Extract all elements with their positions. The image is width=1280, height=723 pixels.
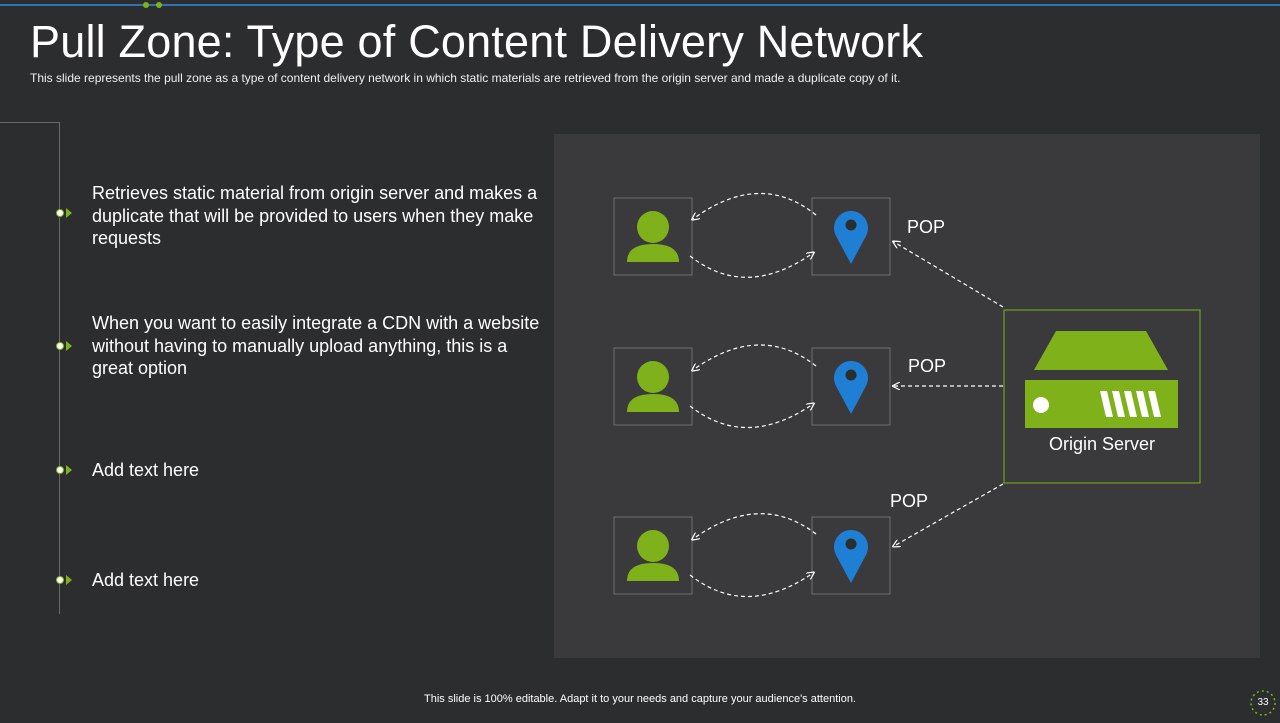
bullet-arrow-icon (56, 207, 76, 219)
dashed-arrow (693, 344, 817, 370)
bullet-arrow-icon (56, 574, 76, 586)
rail-top-line (0, 122, 60, 123)
origin-server-node (1003, 309, 1201, 484)
dashed-arrow (693, 513, 817, 539)
rail-vertical-line (59, 122, 60, 614)
top-accent-line (0, 4, 1280, 6)
slide-footer: This slide is 100% editable. Adapt it to… (424, 693, 856, 705)
server-icon (1025, 331, 1178, 428)
page-number: 33 (1257, 697, 1269, 708)
dashed-arrow (689, 573, 813, 598)
pop-label: POP (908, 356, 947, 376)
bullet-arrow-icon (56, 340, 76, 352)
pop-label: POP (907, 217, 946, 237)
bullet-text: Retrieves static material from origin se… (92, 183, 538, 248)
gear-dots-icon (1250, 690, 1276, 716)
dashed-arrow (689, 404, 813, 429)
user-icon (627, 211, 679, 262)
slide-title: Pull Zone: Type of Content Delivery Netw… (30, 16, 924, 67)
bullet-arrow-icon (56, 464, 76, 476)
location-pin-icon (834, 210, 868, 264)
pop-node (811, 197, 891, 276)
pop-node (811, 347, 891, 426)
top-accent-dot (143, 2, 149, 8)
user-node (613, 197, 693, 276)
bullet-text: When you want to easily integrate a CDN … (92, 313, 540, 378)
page-number-badge: 33 (1248, 688, 1278, 718)
pop-node (811, 516, 891, 595)
dashed-arrow (693, 192, 817, 219)
dashed-arrow (894, 242, 1004, 308)
slide-subtitle: This slide represents the pull zone as a… (30, 71, 901, 85)
location-pin-icon (834, 530, 868, 583)
bullet-text: Add text here (92, 460, 200, 480)
user-icon (627, 530, 679, 581)
user-node (613, 516, 693, 595)
user-icon (627, 361, 679, 412)
bullet-rail (0, 122, 62, 614)
location-pin-icon (834, 361, 868, 414)
top-accent-dot (156, 2, 162, 8)
dashed-arrow (689, 253, 813, 278)
origin-server-label: Origin Server (1048, 434, 1156, 454)
bullet-text: Add text here (92, 570, 200, 590)
user-node (613, 347, 693, 426)
pop-label: POP (890, 491, 929, 511)
